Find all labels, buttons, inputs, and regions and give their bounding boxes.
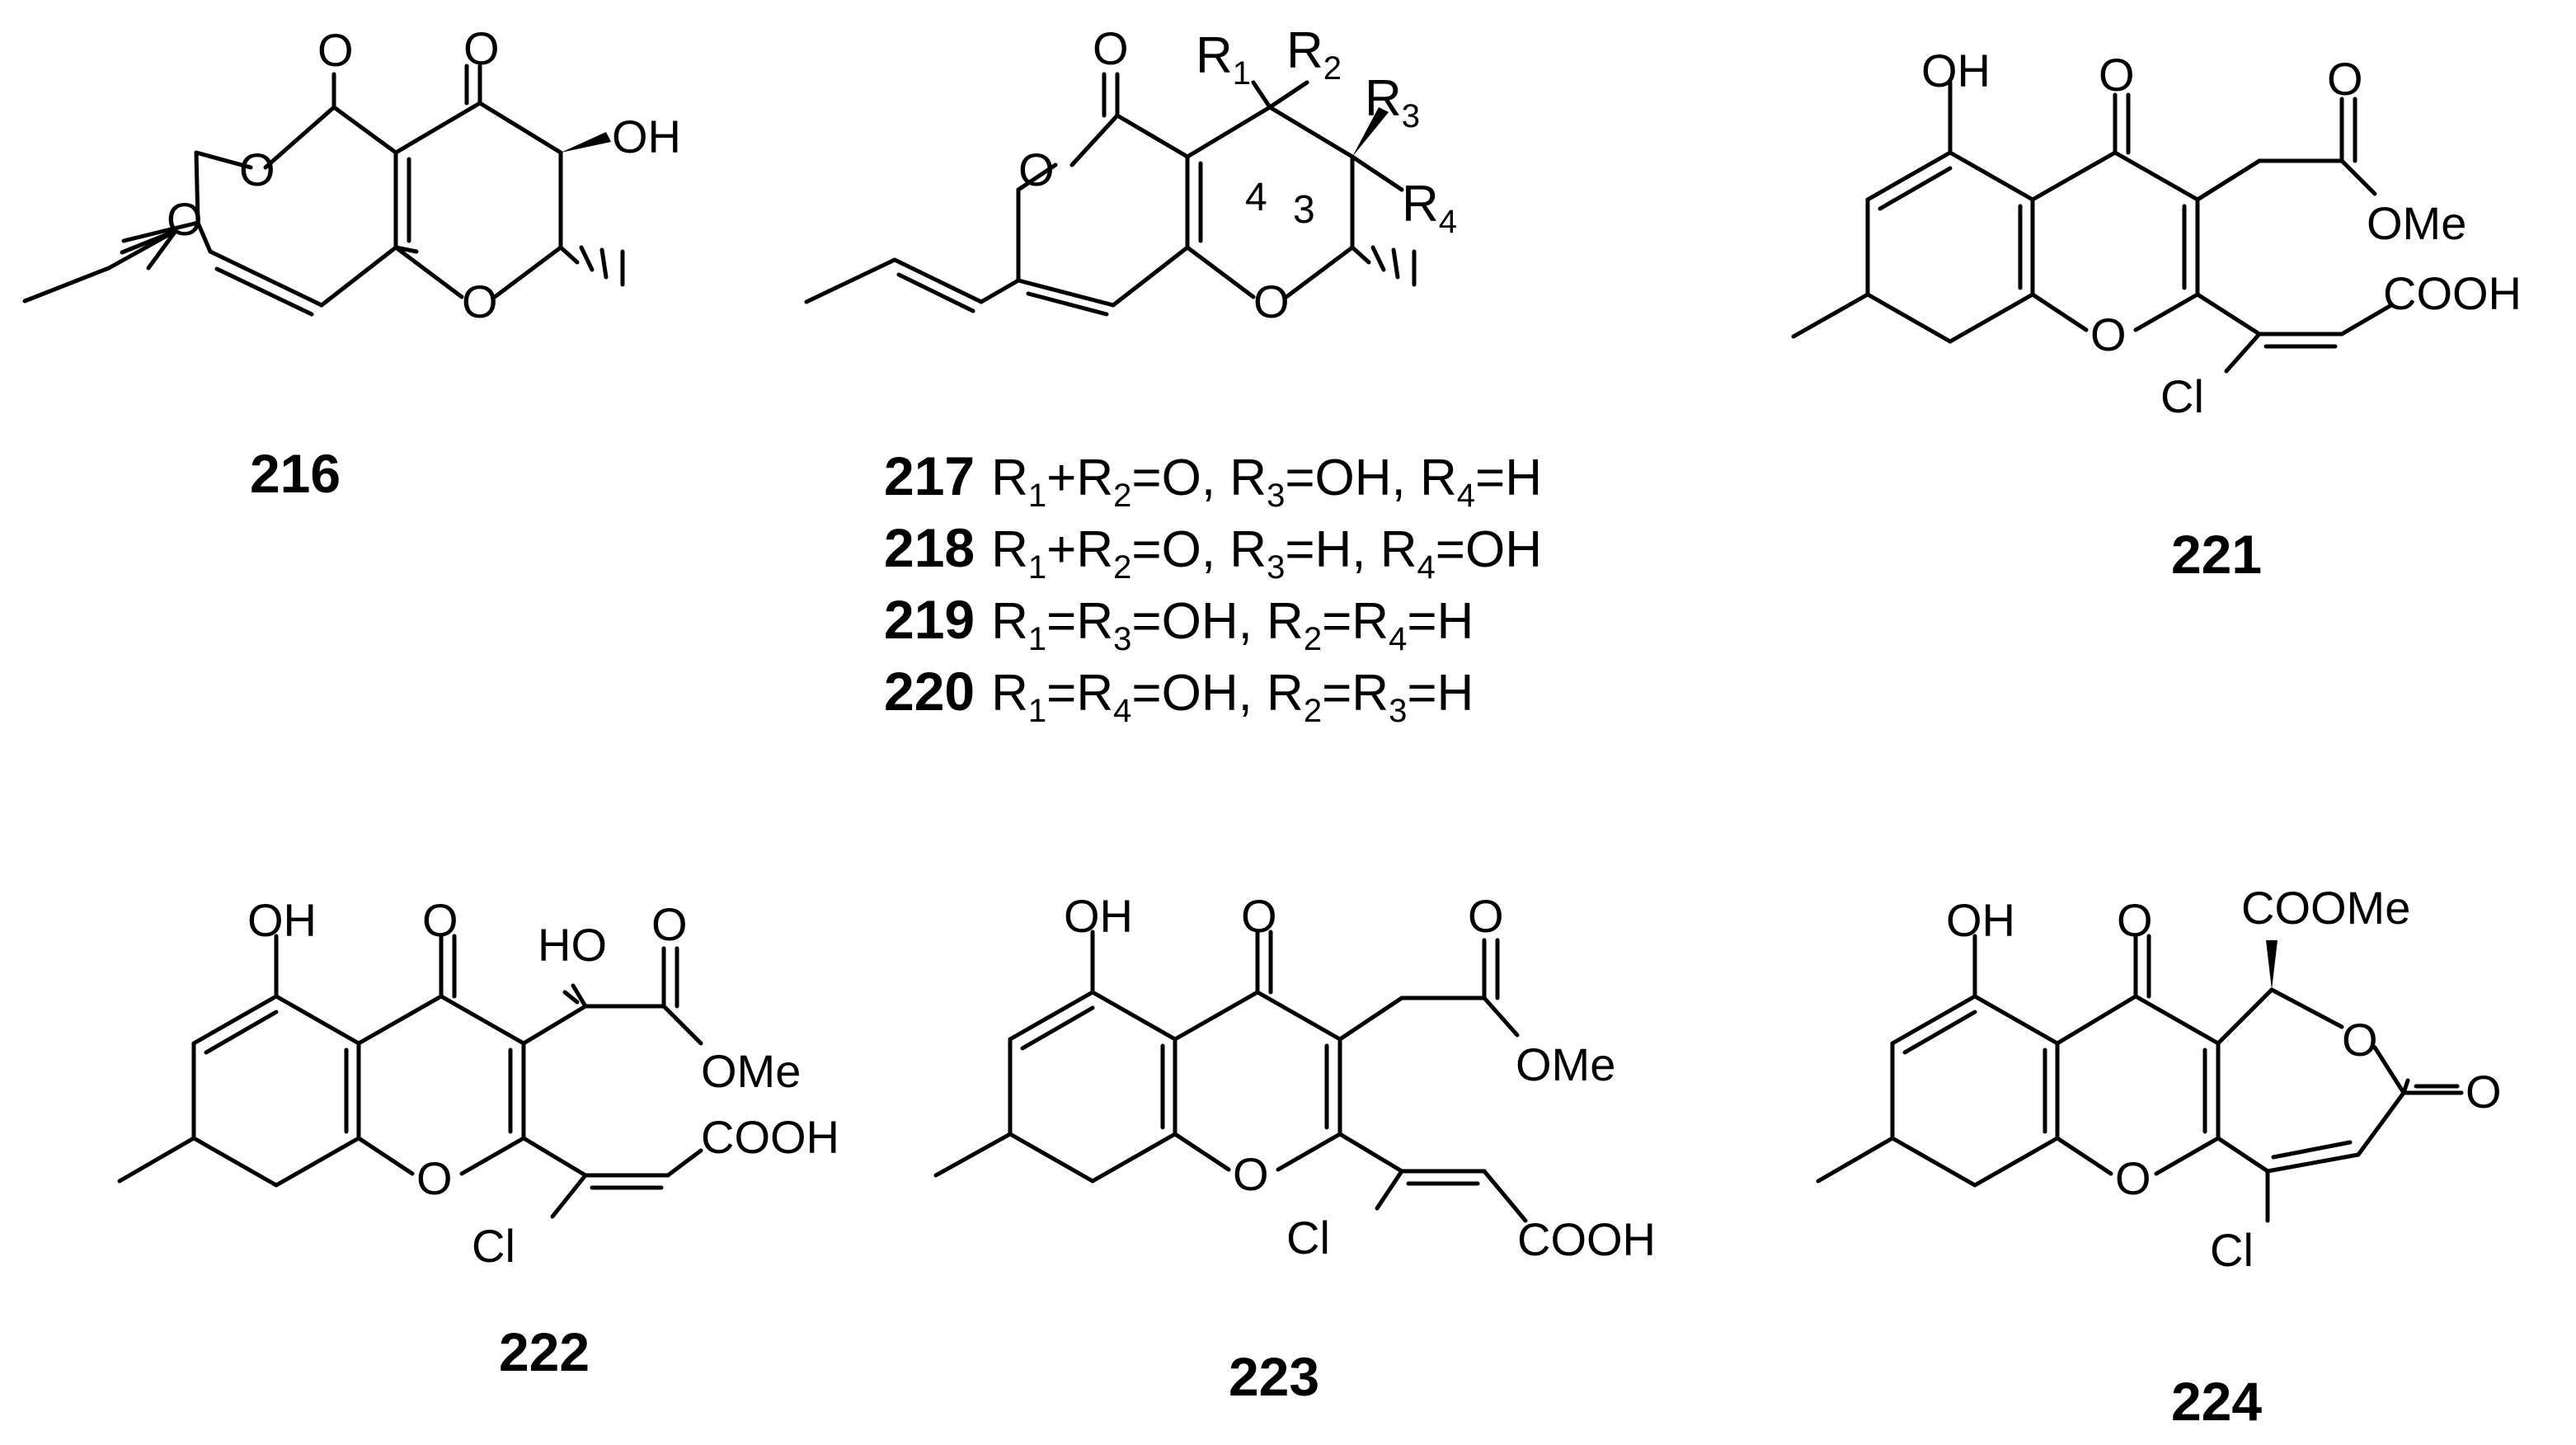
atom-oh: OH — [1921, 45, 1991, 96]
structure-216: O O O O O OH 216 — [22, 22, 681, 504]
locant-4: 4 — [1245, 176, 1267, 219]
atom-o: O — [416, 1152, 453, 1204]
compound-label-221: 221 — [2171, 524, 2262, 585]
atom-o: O — [1468, 890, 1504, 942]
atom-cl: Cl — [2160, 370, 2204, 422]
compound-label-224: 224 — [2171, 1371, 2262, 1432]
atom-o: O — [422, 894, 458, 946]
atom-o: O — [1093, 22, 1129, 74]
r1-label: R1 — [1196, 27, 1251, 92]
structure-221: OH O O O OMe COOH Cl 221 — [1791, 45, 2522, 585]
atom-cl: Cl — [472, 1220, 515, 1272]
r4-label: R4 — [1402, 176, 1457, 240]
atom-cl: Cl — [2210, 1224, 2254, 1276]
structure-223: OH O O O OMe Cl COOH 223 — [933, 890, 1656, 1407]
atom-o: O — [2117, 894, 2153, 946]
atom-oh: OH — [1064, 890, 1133, 942]
atom-cooh: COOH — [2383, 267, 2522, 319]
atom-o: O — [2099, 49, 2135, 101]
atom-o: O — [1241, 890, 1277, 942]
atom-o: O — [2115, 1152, 2151, 1204]
atom-ome: OMe — [701, 1045, 801, 1097]
atom-cooh: COOH — [701, 1111, 839, 1163]
atom-oh: OH — [1946, 894, 2015, 946]
atom-o: O — [1253, 275, 1290, 327]
atom-o: O — [317, 24, 354, 76]
atom-o: O — [2466, 1066, 2502, 1118]
r3-label: R3 — [1365, 70, 1420, 134]
structure-222: OH O O HO O OMe COOH Cl 222 — [117, 894, 839, 1382]
atom-o: O — [2342, 1014, 2378, 1066]
compound-label-223: 223 — [1229, 1346, 1319, 1407]
atom-o: O — [1233, 1148, 1269, 1200]
atom-o: O — [463, 22, 500, 74]
compound-label-222: 222 — [499, 1321, 590, 1382]
atom-o: O — [2090, 308, 2127, 360]
atom-ho: HO — [538, 919, 607, 971]
structure-224: OH O O COOMe O O Cl 224 — [1816, 882, 2502, 1432]
atom-ome: OMe — [2367, 197, 2466, 249]
atom-cooh: COOH — [1517, 1213, 1656, 1265]
atom-o: O — [651, 898, 688, 950]
compound-label-216: 216 — [250, 443, 341, 504]
atom-coome: COOMe — [2241, 882, 2410, 934]
atom-oh: OH — [247, 894, 317, 946]
atom-cl: Cl — [1286, 1212, 1330, 1264]
atom-o: O — [239, 144, 275, 195]
r2-label: R2 — [1286, 22, 1342, 87]
atom-o: O — [1018, 144, 1055, 195]
atom-o: O — [167, 193, 203, 245]
locant-3: 3 — [1293, 188, 1315, 232]
atom-o: O — [2327, 53, 2363, 105]
atom-ome: OMe — [1516, 1038, 1615, 1090]
atom-oh: OH — [612, 111, 681, 162]
atom-o: O — [462, 275, 498, 327]
